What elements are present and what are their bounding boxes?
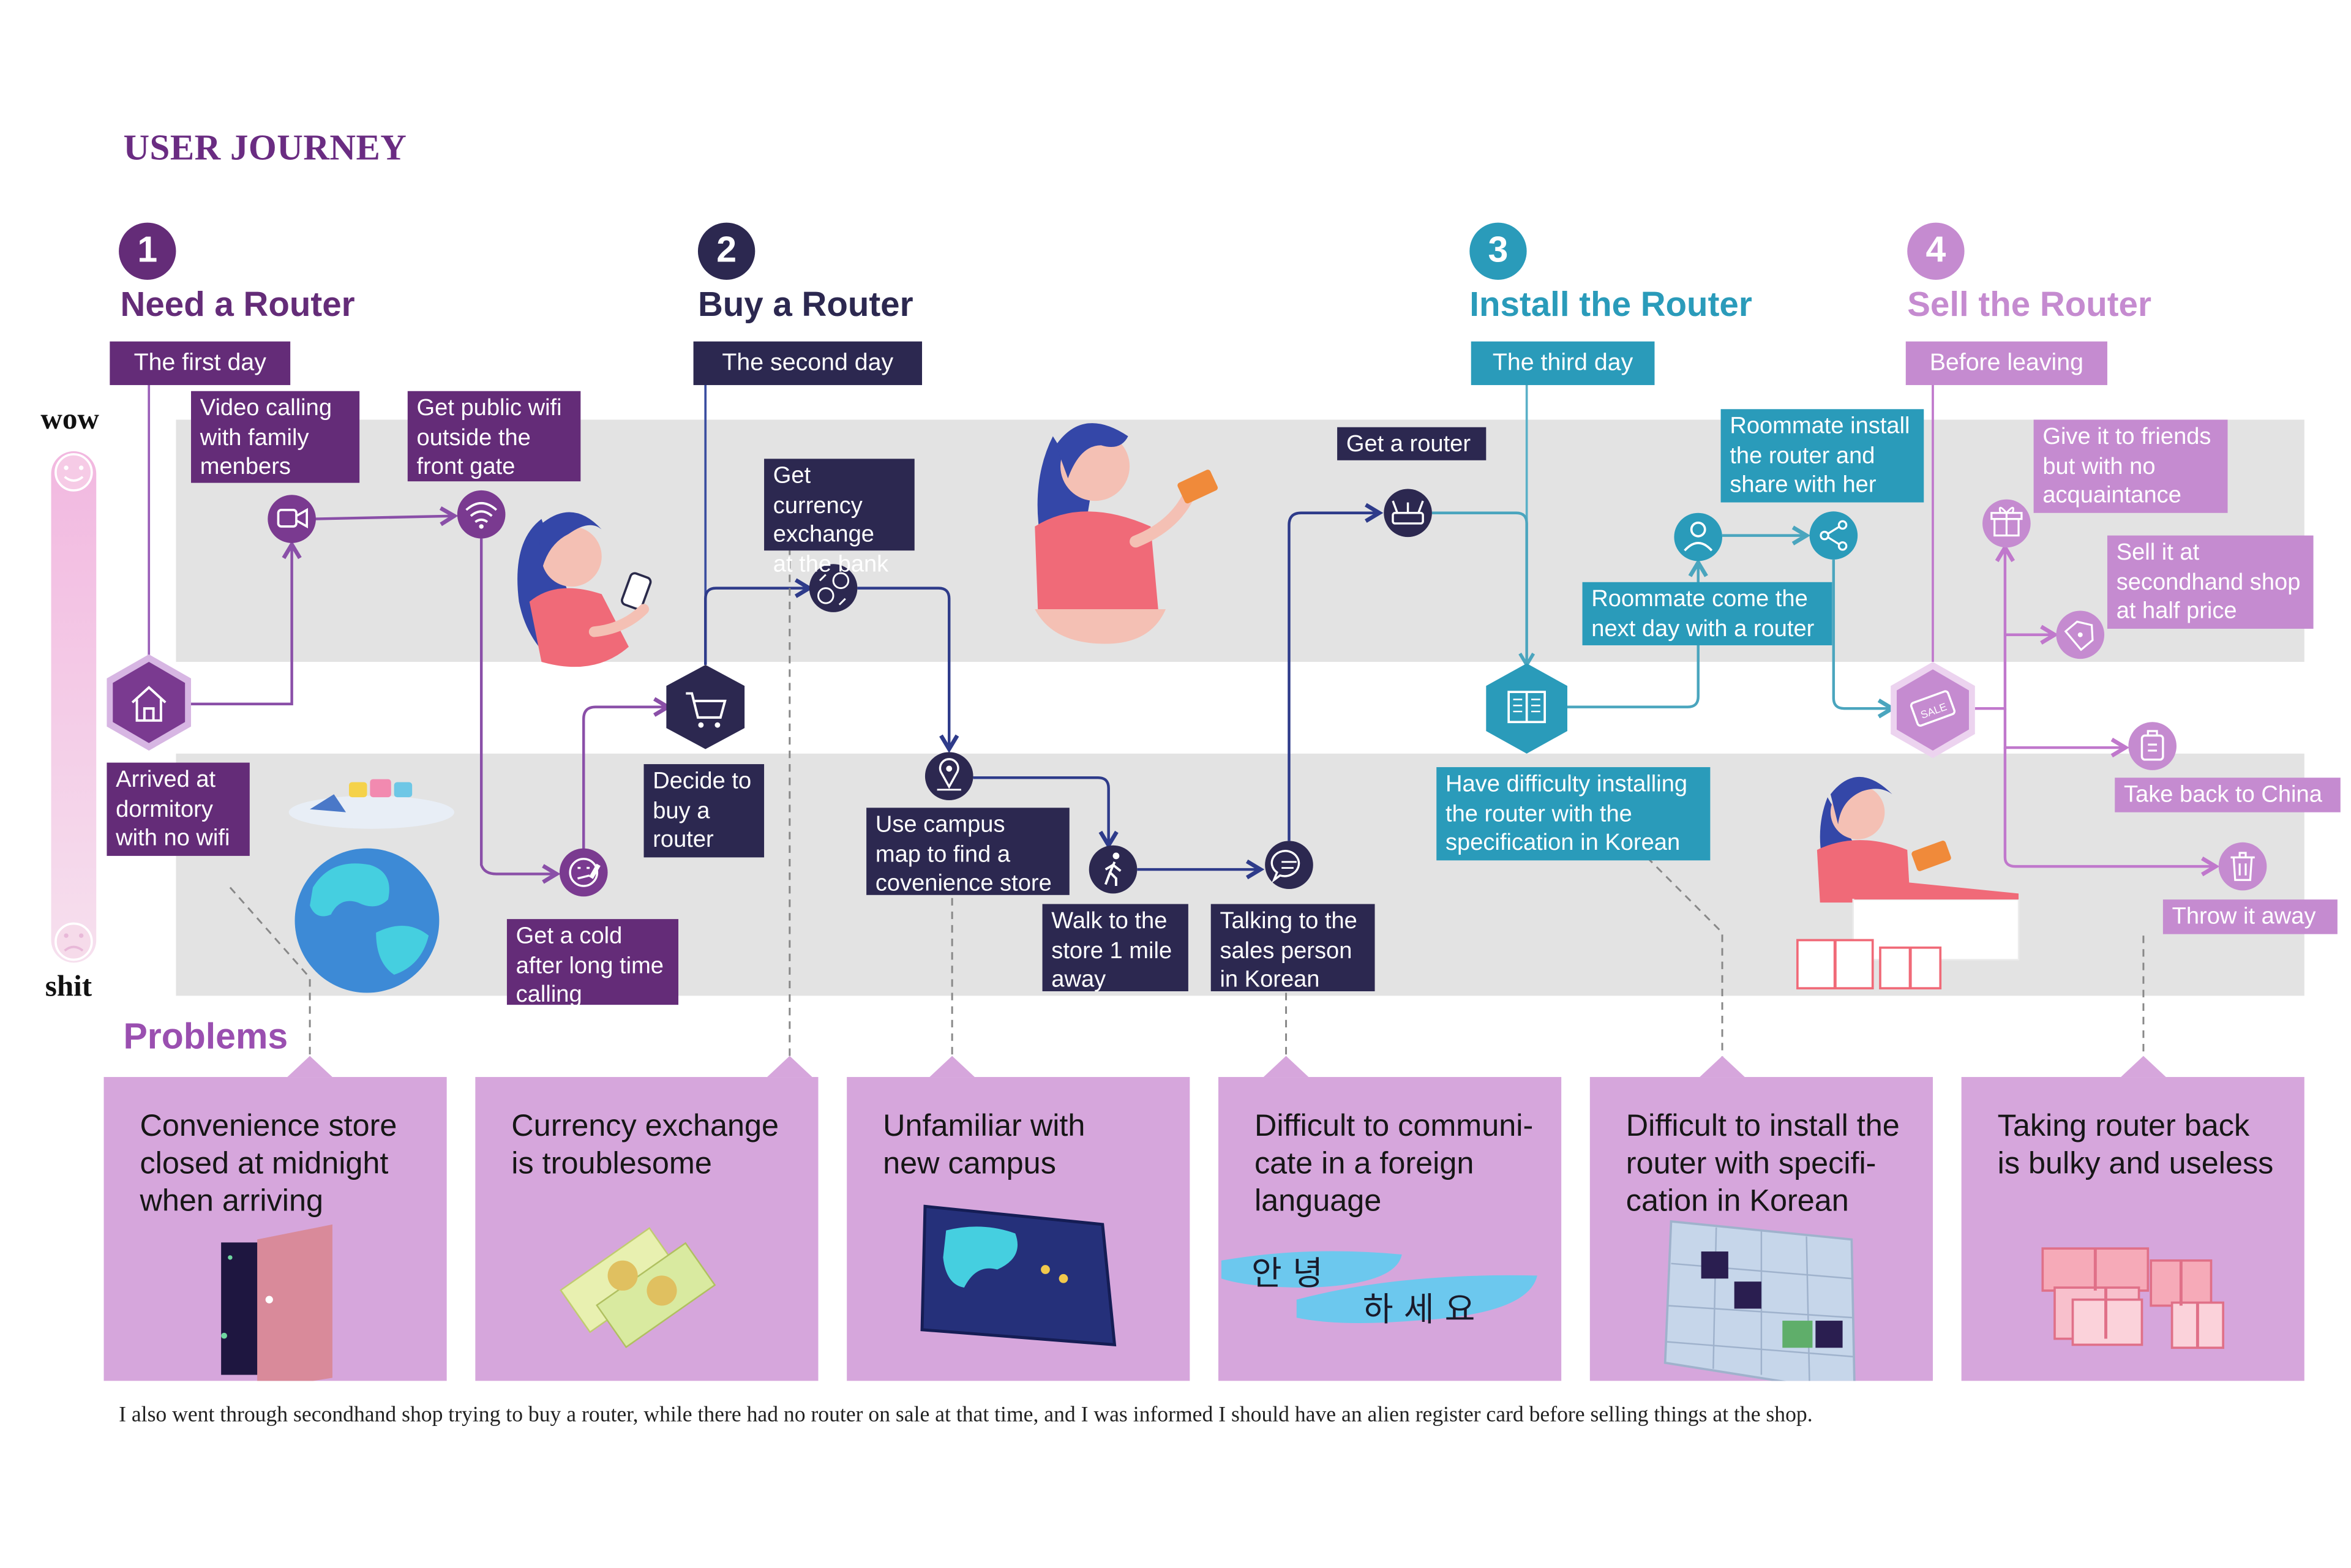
home-icon (107, 654, 192, 751)
problem-card-6: Taking router back is bulky and useless (1961, 1077, 2304, 1381)
step-roommate-install: Roommate install the router and share wi… (1720, 409, 1924, 503)
footnote: I also went through secondhand shop tryi… (119, 1403, 1813, 1428)
problem-card-2: Currency exchange is troublesome (475, 1077, 819, 1381)
step-take-back: Take back to China (2115, 778, 2341, 812)
trash-icon (2218, 842, 2267, 891)
currency-exchange-icon (809, 564, 858, 612)
walking-person-icon (1089, 845, 1138, 894)
boxes-illustration (2041, 1247, 2224, 1349)
sick-face-icon (559, 848, 608, 897)
step-sell-secondhand: Sell it at secondhand shop at half price (2107, 535, 2314, 629)
puzzle-illustration (1663, 1220, 1856, 1381)
map-pin-icon (924, 752, 973, 801)
gift-icon (1982, 499, 2031, 548)
stage-4-day: Before leaving (1905, 341, 2107, 385)
step-arrived: Arrived at dormitory with no wifi (107, 762, 250, 856)
woman-with-phone-illustration (517, 512, 652, 667)
step-video-calling: Video calling with family menbers (191, 391, 360, 483)
chat-bubble-icon (1265, 841, 1313, 889)
stage-4-number: 4 (1907, 222, 1965, 280)
step-throw-away: Throw it away (2162, 899, 2338, 934)
scale-bottom-label: shit (45, 970, 92, 1003)
stage-1-number: 1 (119, 222, 176, 280)
step-roommate-come: Roommate come the next day with a router (1582, 582, 1832, 645)
woman-with-card-illustration (1035, 423, 1218, 644)
stage-2-day: The second day (693, 341, 923, 385)
problem-text-4: Difficult to communi- cate in a foreign … (1254, 1108, 1534, 1219)
woman-with-box-illustration (1796, 776, 2020, 989)
problem-text-3: Unfamiliar with new campus (883, 1108, 1086, 1181)
happy-face-icon (54, 453, 93, 492)
manual-book-icon (1486, 663, 1567, 754)
money-illustration (560, 1227, 716, 1348)
user-icon (1674, 512, 1723, 561)
sale-tag-icon: SALE (1891, 661, 1975, 759)
sad-face-icon (54, 922, 93, 961)
step-decide-buy: Decide to buy a router (643, 764, 765, 858)
svg-text:안 녕: 안 녕 (1251, 1254, 1323, 1292)
step-get-cold: Get a cold after long time calling (506, 919, 679, 1008)
step-currency-exchange: Get currency exchange at the bank (764, 459, 915, 577)
korean-text-illustration: 안 녕 하 세 요 (1221, 1251, 1537, 1329)
scale-top-label: wow (40, 403, 99, 437)
campus-map-illustration (920, 1204, 1117, 1347)
stage-3-day: The third day (1471, 341, 1655, 385)
problem-card-1: Convenience store closed at midnight whe… (103, 1077, 447, 1381)
problem-text-6: Taking router back is bulky and useless (1997, 1108, 2274, 1181)
problems-heading: Problems (123, 1016, 288, 1058)
stage-3-number: 3 (1469, 222, 1527, 280)
step-install-difficulty: Have difficulty installing the router wi… (1436, 767, 1711, 861)
emotion-scale-bar (51, 451, 97, 963)
problem-text-5: Difficult to install the router with spe… (1625, 1108, 1900, 1219)
earth-illustration (288, 779, 454, 993)
problem-text-1: Convenience store closed at midnight whe… (140, 1108, 397, 1219)
step-campus-map: Use campus map to find a covenience stor… (866, 808, 1070, 896)
stage-1-day: The first day (110, 341, 291, 385)
stage-3-title: Install the Router (1469, 284, 1752, 324)
share-icon (1809, 511, 1858, 560)
shopping-cart-icon (666, 664, 745, 749)
page-title: USER JOURNEY (123, 129, 407, 169)
step-walk-store: Walk to the store 1 mile away (1042, 904, 1188, 992)
router-icon (1384, 489, 1432, 538)
step-public-wifi: Get public wifi outside the front gate (407, 391, 581, 482)
wifi-icon (457, 490, 506, 539)
step-give-friends: Give it to friends but with no acquainta… (2033, 419, 2228, 513)
suitcase-icon (2128, 722, 2177, 770)
problem-text-2: Currency exchange is troublesome (511, 1108, 779, 1181)
door-illustration (221, 1224, 332, 1381)
problem-card-3: Unfamiliar with new campus (847, 1077, 1190, 1381)
stage-2-title: Buy a Router (697, 284, 913, 324)
problem-card-5: Difficult to install the router with spe… (1589, 1077, 1933, 1381)
stage-4-title: Sell the Router (1907, 284, 2151, 324)
stage-2-number: 2 (697, 222, 756, 280)
price-tag-icon (2056, 610, 2105, 659)
problem-card-4: Difficult to communi- cate in a foreign … (1218, 1077, 1562, 1381)
step-talk-sales: Talking to the sales person in Korean (1210, 904, 1375, 992)
stage-1-title: Need a Router (120, 284, 355, 324)
video-camera-icon (268, 495, 316, 543)
svg-text:하 세 요: 하 세 요 (1363, 1290, 1475, 1329)
step-get-router: Get a router (1337, 427, 1487, 460)
